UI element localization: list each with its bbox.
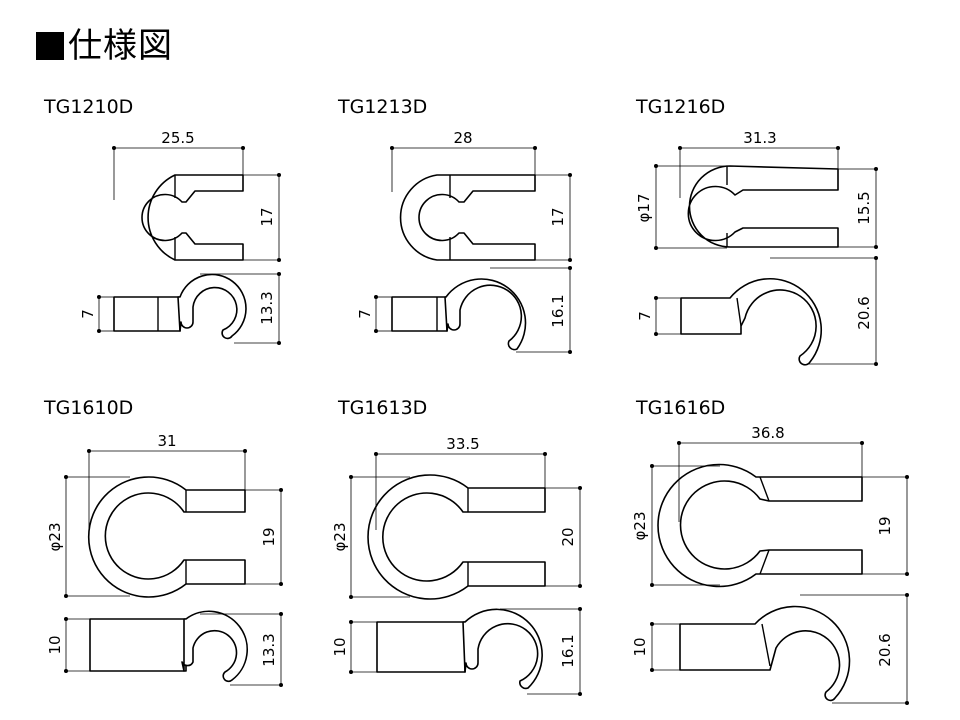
dimension-side-height: 13.3 (258, 291, 276, 324)
dimension-width: 25.5 (161, 129, 194, 147)
model-name-tg1210d: TG1210D (44, 96, 134, 118)
dimension-diameter: φ17 (635, 194, 653, 223)
top-view (367, 474, 546, 600)
dimension-width: 31.3 (743, 129, 776, 147)
drawing-tg1613d: 33.5 20 φ23 16.1 10 (331, 435, 582, 696)
dimension-side-height: 20.6 (855, 296, 873, 329)
top-view (141, 174, 244, 261)
top-view (87, 476, 246, 598)
top-view (687, 165, 839, 248)
dimension-thickness: 10 (331, 637, 349, 656)
side-view (680, 278, 823, 366)
dimension-thickness: 10 (46, 635, 64, 654)
dimension-width: 31 (157, 432, 176, 450)
dimension-lines (654, 146, 878, 366)
dimension-side-height: 20.6 (876, 633, 894, 666)
model-name-tg1610d: TG1610D (44, 397, 134, 419)
side-view (113, 273, 247, 340)
dimension-thickness: 10 (631, 637, 649, 656)
dimension-thickness: 7 (636, 311, 654, 321)
page-title-text: 仕様図 (68, 26, 173, 66)
model-name-tg1613d: TG1613D (338, 397, 428, 419)
dimension-height: 19 (260, 527, 278, 546)
dimension-side-height: 16.1 (559, 634, 577, 667)
dimension-width: 33.5 (446, 435, 479, 453)
dimension-height: 19 (876, 516, 894, 535)
dimension-width: 28 (453, 129, 472, 147)
page-title: 仕様図 (36, 26, 173, 66)
drawing-tg1216d: 31.3 15.5 φ17 20.6 7 (635, 129, 878, 366)
model-name-tg1216d: TG1216D (636, 96, 726, 118)
drawing-tg1616d: 36.8 19 φ23 20.6 10 (631, 424, 909, 705)
dimension-diameter: φ23 (331, 523, 349, 552)
drawing-tg1213d: 28 17 16.1 7 (356, 129, 572, 354)
square-bullet-icon (36, 32, 64, 60)
side-view (679, 605, 851, 702)
dimension-height: 17 (258, 207, 276, 226)
side-view (391, 278, 527, 351)
model-name-tg1213d: TG1213D (338, 96, 428, 118)
top-view (657, 463, 863, 588)
dimension-height: 15.5 (855, 191, 873, 224)
drawing-tg1210d: 25.5 17 13.3 7 (79, 129, 281, 345)
dimension-width: 36.8 (751, 424, 784, 442)
dimension-thickness: 7 (356, 309, 374, 319)
dimension-side-height: 13.3 (260, 633, 278, 666)
dimension-lines (374, 146, 572, 354)
dimension-height: 17 (549, 207, 567, 226)
model-name-tg1616d: TG1616D (636, 397, 726, 419)
dimension-diameter: φ23 (46, 523, 64, 552)
dimension-lines (64, 449, 283, 687)
dimension-lines (650, 441, 909, 705)
dimension-side-height: 16.1 (549, 294, 567, 327)
dimension-lines (349, 452, 582, 696)
dimension-diameter: φ23 (631, 512, 649, 541)
drawing-tg1610d: 31 19 φ23 13.3 10 (46, 432, 283, 687)
dimension-thickness: 7 (79, 309, 97, 319)
dimension-height: 20 (559, 527, 577, 546)
top-view (399, 174, 536, 261)
side-view (89, 610, 248, 683)
dimension-lines (97, 146, 281, 345)
side-view (376, 608, 543, 690)
